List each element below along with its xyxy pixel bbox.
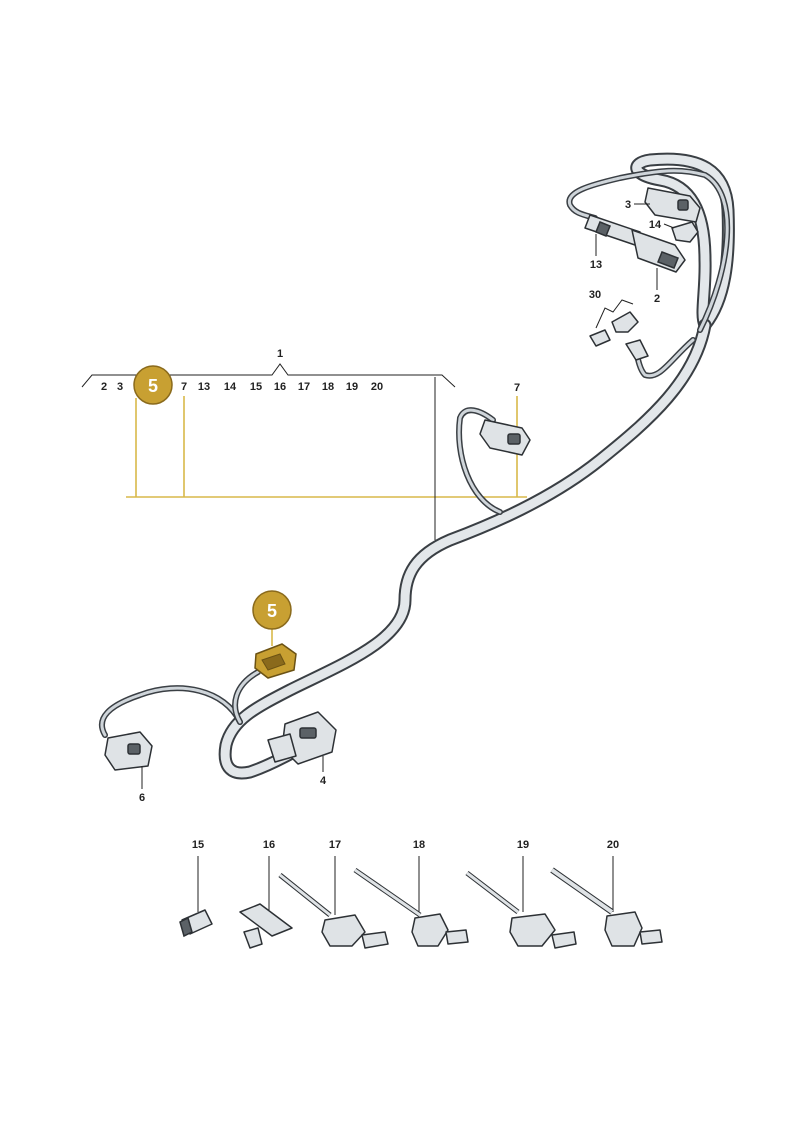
group-item-2[interactable]: 2 <box>101 381 107 393</box>
callout-30[interactable]: 30 <box>589 289 601 301</box>
connector-5-highlighted[interactable] <box>254 643 297 679</box>
group-item-13[interactable]: 13 <box>198 381 210 393</box>
group-item-20[interactable]: 20 <box>371 381 383 393</box>
group-header: 1 2 3 7 13 14 15 16 17 18 19 20 <box>81 348 456 393</box>
callout-2[interactable]: 2 <box>654 293 660 305</box>
callout-14[interactable]: 14 <box>649 219 662 231</box>
fastener-16-label: 16 <box>263 839 275 851</box>
connector-4[interactable] <box>267 711 337 765</box>
group-item-18[interactable]: 18 <box>322 381 334 393</box>
callouts: 3 14 13 2 30 7 4 6 <box>139 199 675 804</box>
group-item-3[interactable]: 3 <box>117 381 123 393</box>
main-harness <box>98 152 735 780</box>
group-item-19[interactable]: 19 <box>346 381 358 393</box>
connector-6[interactable] <box>104 731 153 771</box>
callout-6[interactable]: 6 <box>139 792 145 804</box>
fastener-15[interactable]: 15 <box>179 839 213 938</box>
highlight-badge-header-label: 5 <box>148 376 158 396</box>
group-item-16[interactable]: 16 <box>274 381 286 393</box>
fastener-18[interactable]: 18 <box>353 839 469 947</box>
fastener-20[interactable]: 20 <box>550 839 663 947</box>
fastener-18-label: 18 <box>413 839 425 851</box>
connector-2[interactable] <box>631 229 686 273</box>
callout-13[interactable]: 13 <box>590 259 602 271</box>
fastener-17-label: 17 <box>329 839 341 851</box>
callout-3[interactable]: 3 <box>625 199 631 211</box>
fastener-17[interactable]: 17 <box>278 839 389 949</box>
highlight-badge-part[interactable]: 5 <box>252 590 292 630</box>
highlight-badge-part-label: 5 <box>267 601 277 621</box>
ground-fastener-30[interactable] <box>589 299 649 361</box>
group-label[interactable]: 1 <box>277 348 283 360</box>
fastener-16[interactable]: 16 <box>239 839 293 949</box>
connector-3[interactable] <box>644 187 701 223</box>
callout-4[interactable]: 4 <box>320 775 327 787</box>
fastener-20-label: 20 <box>607 839 619 851</box>
highlight-badge-header[interactable]: 5 <box>133 365 173 405</box>
group-item-15[interactable]: 15 <box>250 381 262 393</box>
group-item-7[interactable]: 7 <box>181 381 187 393</box>
fastener-19-label: 19 <box>517 839 529 851</box>
group-item-17[interactable]: 17 <box>298 381 310 393</box>
group-bracket <box>81 363 456 388</box>
callout-7[interactable]: 7 <box>514 382 520 394</box>
fastener-15-label: 15 <box>192 839 204 851</box>
highlight-reference-lines <box>126 396 527 646</box>
cap-14[interactable] <box>671 221 699 243</box>
group-item-14[interactable]: 14 <box>224 381 237 393</box>
connector-7[interactable] <box>479 419 531 456</box>
fastener-19[interactable]: 19 <box>465 839 577 949</box>
fastener-row: 15 16 17 18 <box>179 839 663 949</box>
